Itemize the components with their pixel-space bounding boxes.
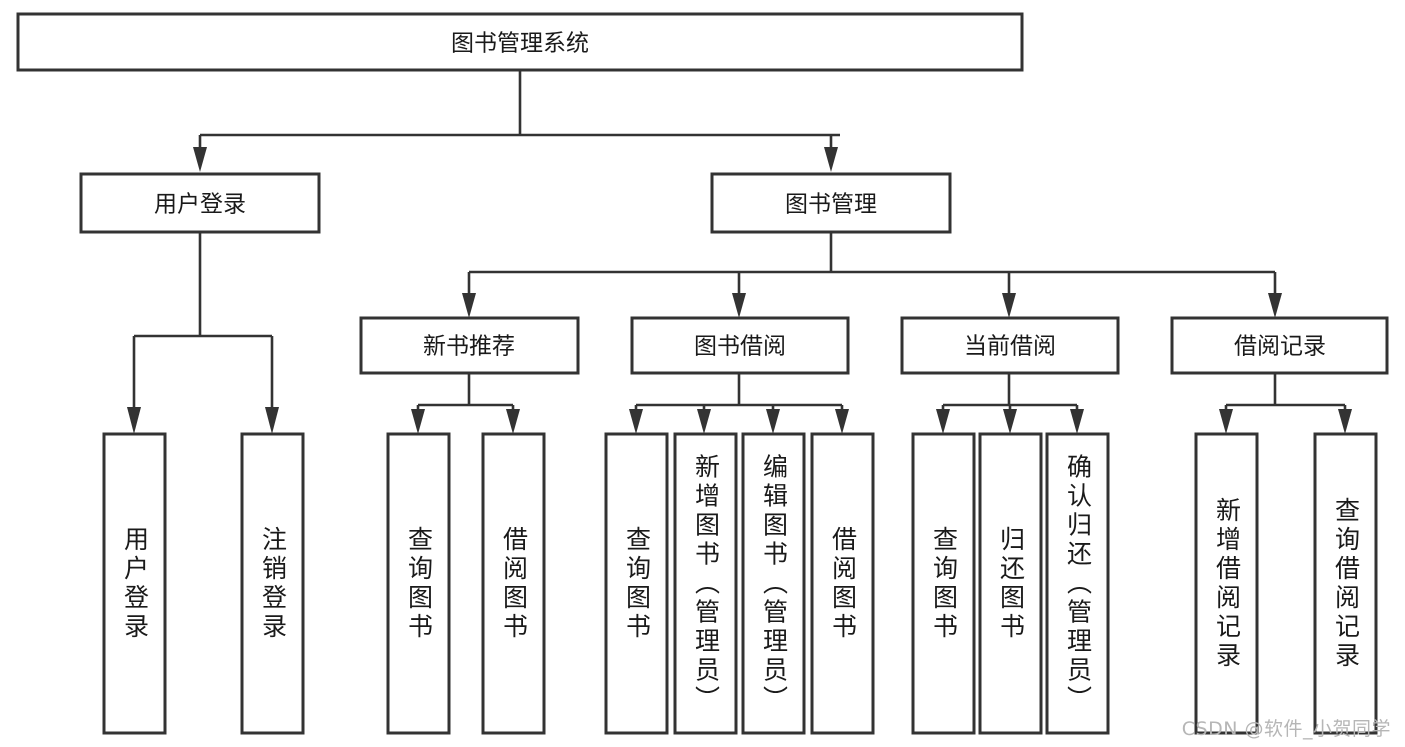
arrowhead-cb-leaf2: [1003, 409, 1017, 434]
leaf-bb-edit-book-label: 编辑图书（管理员）: [760, 454, 789, 715]
arrowhead-br-leaf2: [1338, 409, 1352, 434]
node-borrow-record-label: 借阅记录: [1234, 334, 1326, 360]
leaf-node[interactable]: 注销登录: [240, 432, 305, 735]
leaf-node[interactable]: 借阅图书: [481, 432, 546, 735]
leaf-br-query-record-label: 查询借阅记录: [1332, 497, 1361, 671]
leaf-bb-add-book-box[interactable]: [673, 432, 738, 735]
node-current-borrow[interactable]: 当前借阅: [900, 316, 1120, 375]
node-current-borrow-label: 当前借阅: [964, 334, 1056, 360]
leaf-bb-edit-book-box[interactable]: [741, 432, 806, 735]
node-current-borrow-box[interactable]: [900, 316, 1120, 375]
node-borrow-record[interactable]: 借阅记录: [1170, 316, 1389, 375]
leaf-node[interactable]: 新增借阅记录: [1194, 432, 1259, 735]
arrowhead-br-leaf1: [1219, 409, 1233, 434]
leaf-bb-query-book-label: 查询图书: [623, 526, 652, 642]
arrowhead-bb-leaf1: [629, 409, 643, 434]
node-book-borrow-label: 图书借阅: [694, 334, 786, 360]
leaf-user-login-label: 用户登录: [121, 526, 150, 642]
leaf-node[interactable]: 查询图书: [911, 432, 976, 735]
node-user-login-label: 用户登录: [154, 192, 246, 218]
leaf-node[interactable]: 用户登录: [102, 432, 167, 735]
leaf-logout-box[interactable]: [240, 432, 305, 735]
node-new-book-rec[interactable]: 新书推荐: [359, 316, 580, 375]
leaf-node[interactable]: 查询借阅记录: [1313, 432, 1378, 735]
leaf-node[interactable]: 借阅图书: [810, 432, 875, 735]
leaf-node[interactable]: 归还图书: [978, 432, 1043, 735]
node-user-login[interactable]: 用户登录: [79, 172, 321, 234]
node-root-label: 图书管理系统: [451, 31, 589, 57]
leaf-cb-confirm-return-box[interactable]: [1045, 432, 1110, 735]
leaf-node[interactable]: 新增图书（管理员）: [673, 432, 738, 735]
leaf-cb-confirm-return-label: 确认归还（管理员）: [1064, 454, 1093, 715]
arrowhead-cb-leaf3: [1070, 409, 1084, 434]
arrowhead-newbook-rec: [462, 293, 476, 318]
leaf-br-add-record-box[interactable]: [1194, 432, 1259, 735]
leaf-nb-query-book-box[interactable]: [386, 432, 451, 735]
node-book-manage-box[interactable]: [710, 172, 952, 234]
leaf-bb-borrow-book-label: 借阅图书: [829, 526, 858, 642]
node-new-book-rec-box[interactable]: [359, 316, 580, 375]
arrowhead-nb-leaf2: [506, 409, 520, 434]
arrowhead-book-manage: [824, 147, 838, 172]
arrowhead-borrow-record: [1268, 293, 1282, 318]
arrowhead-bb-leaf2: [697, 409, 711, 434]
arrowhead-book-borrow: [732, 293, 746, 318]
leaf-bb-borrow-book-box[interactable]: [810, 432, 875, 735]
arrowhead-current-borrow: [1002, 293, 1016, 318]
node-book-manage-label: 图书管理: [785, 192, 877, 218]
arrowhead-leaf-user-login: [127, 407, 141, 434]
arrowhead-bb-leaf4: [835, 409, 849, 434]
node-root-box[interactable]: [16, 12, 1024, 72]
node-book-borrow-box[interactable]: [630, 316, 850, 375]
leaf-cb-return-book-box[interactable]: [978, 432, 1043, 735]
arrowhead-nb-leaf1: [411, 409, 425, 434]
leaf-nb-query-book-label: 查询图书: [405, 526, 434, 642]
leaf-bb-add-book-label: 新增图书（管理员）: [692, 454, 721, 715]
leaf-logout-label: 注销登录: [259, 526, 288, 642]
leaf-node[interactable]: 确认归还（管理员）: [1045, 432, 1110, 735]
connector-layer: [127, 70, 1352, 434]
arrowhead-cb-leaf1: [936, 409, 950, 434]
leaf-nb-borrow-book-box[interactable]: [481, 432, 546, 735]
leaf-bb-query-book-box[interactable]: [604, 432, 669, 735]
leaf-node[interactable]: 查询图书: [604, 432, 669, 735]
leaf-nb-borrow-book-label: 借阅图书: [500, 526, 529, 642]
node-book-manage[interactable]: 图书管理: [710, 172, 952, 234]
node-new-book-rec-label: 新书推荐: [423, 334, 515, 360]
arrowhead-leaf-logout: [265, 407, 279, 434]
arrowhead-bb-leaf3: [766, 409, 780, 434]
node-user-login-box[interactable]: [79, 172, 321, 234]
leaf-cb-return-book-label: 归还图书: [997, 526, 1026, 642]
node-borrow-record-box[interactable]: [1170, 316, 1389, 375]
leaf-user-login-box[interactable]: [102, 432, 167, 735]
node-root[interactable]: 图书管理系统: [16, 12, 1024, 72]
leaf-node[interactable]: 查询图书: [386, 432, 451, 735]
leaf-br-add-record-label: 新增借阅记录: [1213, 497, 1242, 671]
leaf-cb-query-book-box[interactable]: [911, 432, 976, 735]
leaf-node[interactable]: 编辑图书（管理员）: [741, 432, 806, 735]
arrowhead-user-login: [193, 147, 207, 172]
leaf-cb-query-book-label: 查询图书: [930, 526, 959, 642]
node-book-borrow[interactable]: 图书借阅: [630, 316, 850, 375]
leaf-br-query-record-box[interactable]: [1313, 432, 1378, 735]
